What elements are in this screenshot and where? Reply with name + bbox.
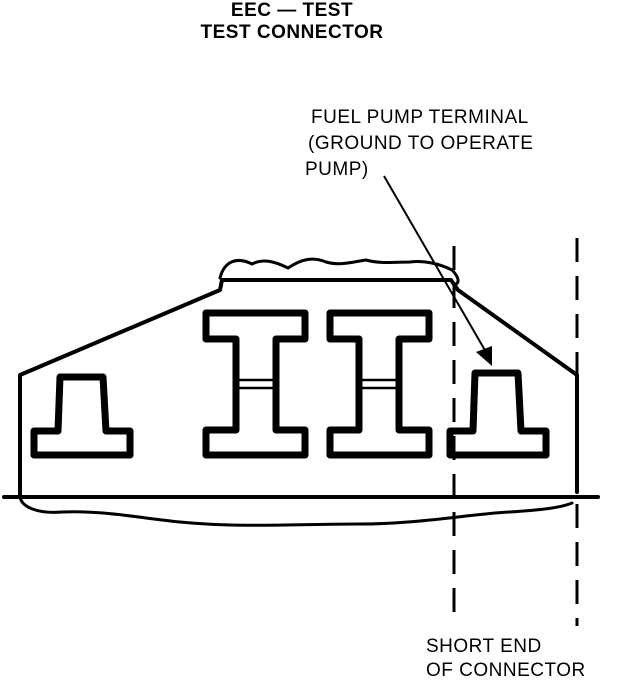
fuel-pump-label-line1: FUEL PUMP TERMINAL xyxy=(311,107,529,128)
short-end-label-line1: SHORT END xyxy=(426,636,542,657)
top-break-line xyxy=(218,257,460,286)
callout-leader-line xyxy=(383,175,487,353)
connector-body-outline xyxy=(18,278,579,499)
left-terminal xyxy=(30,373,134,459)
diagram-title-line1: EEC — TEST xyxy=(230,0,354,21)
fuel-pump-label-line3: PUMP) xyxy=(305,159,369,180)
short-end-label-line2: OF CONNECTOR xyxy=(426,660,586,681)
fuel-pump-label-line2: (GROUND TO OPERATE xyxy=(308,133,534,154)
h-terminal-right xyxy=(326,309,433,459)
h-terminal-left xyxy=(202,309,309,459)
fuel-pump-terminal xyxy=(446,369,550,459)
diagram-title-line2: TEST CONNECTOR xyxy=(200,22,384,43)
callout-arrowhead xyxy=(476,346,492,366)
bottom-break-line xyxy=(18,495,574,527)
